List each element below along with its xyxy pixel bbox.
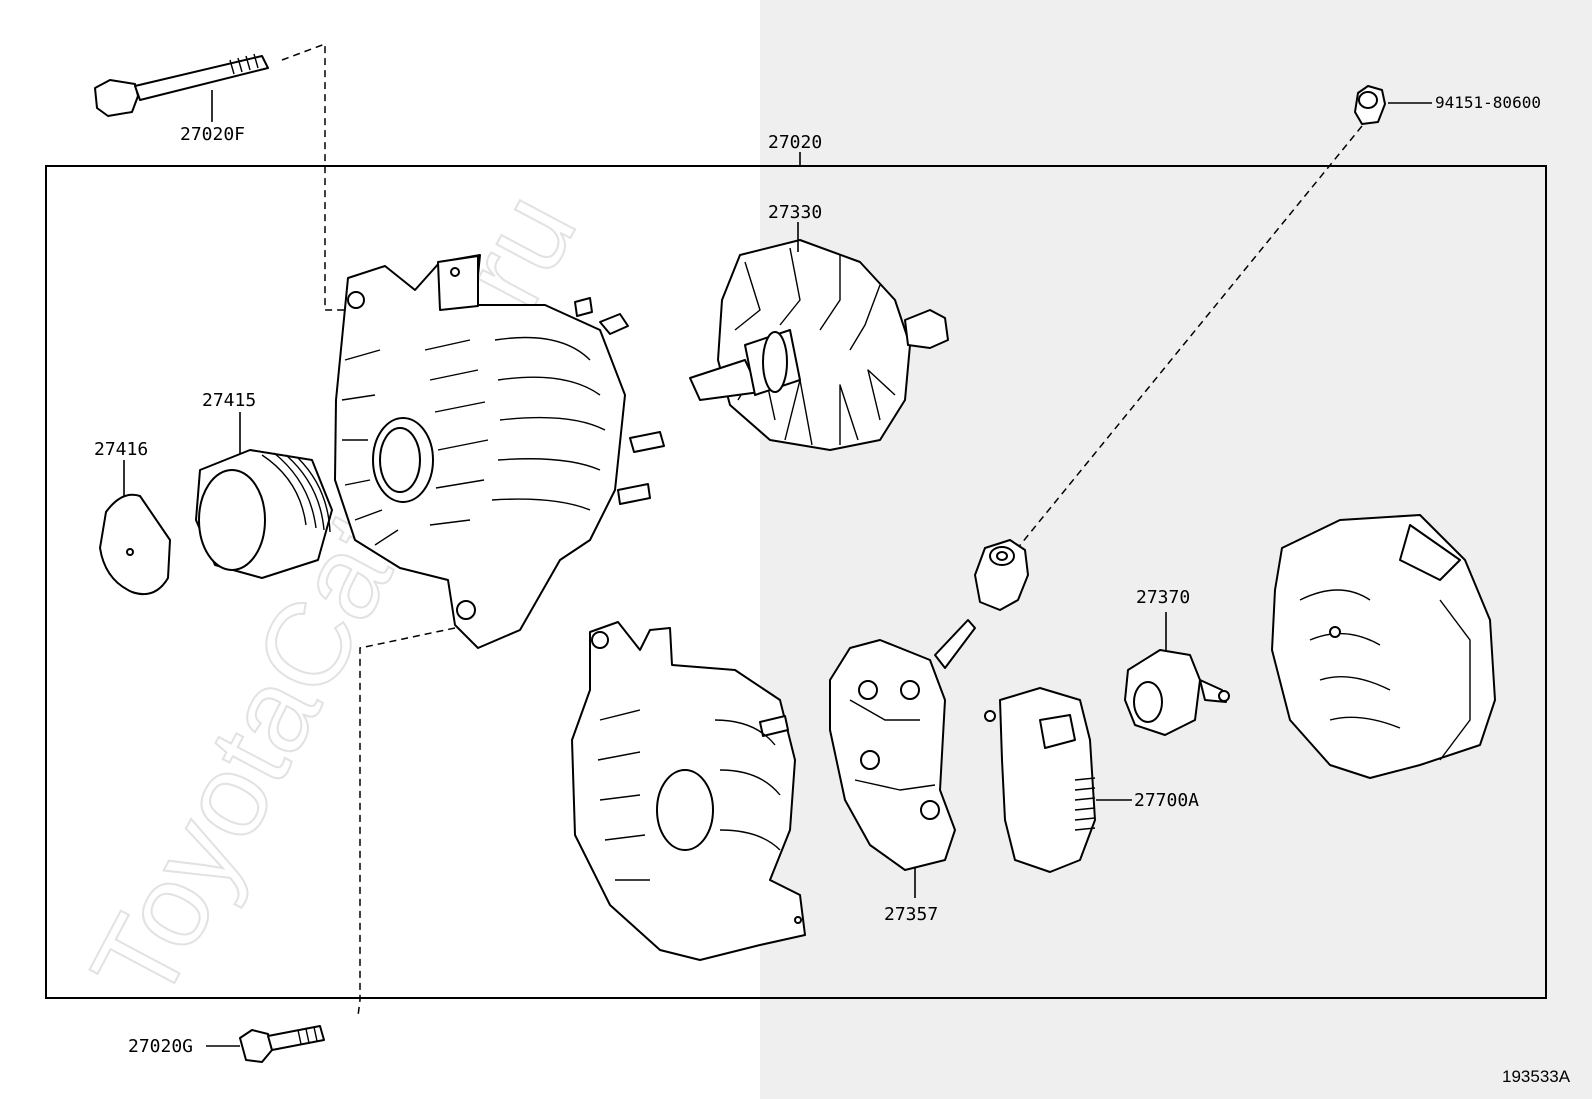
- label-27330: 27330: [768, 202, 822, 223]
- dashed-guide-upper-bolt: [281, 42, 345, 311]
- nut-94151-80600[interactable]: [1354, 85, 1386, 125]
- figure-number: 193533A: [1502, 1067, 1571, 1086]
- label-27700A: 27700A: [1134, 790, 1199, 811]
- label-27370: 27370: [1136, 587, 1190, 608]
- terminal-insulator[interactable]: [974, 539, 1029, 611]
- assembly-label: 27020: [768, 132, 822, 153]
- brush-holder-27370[interactable]: [1124, 649, 1230, 736]
- pulley-cap-27416[interactable]: [99, 493, 171, 596]
- rectifier-27357[interactable]: [829, 619, 976, 871]
- label-27357: 27357: [884, 904, 938, 925]
- drive-end-frame[interactable]: [334, 254, 665, 649]
- bolt-upper-27020F[interactable]: [94, 53, 269, 117]
- rear-end-cover[interactable]: [1271, 514, 1496, 779]
- label-27415: 27415: [202, 390, 256, 411]
- label-27416: 27416: [94, 439, 148, 460]
- dashed-guide-lower-bolt: [357, 627, 456, 1017]
- bolt-lower-27020G[interactable]: [239, 1025, 325, 1063]
- label-27020F: 27020F: [180, 124, 245, 145]
- rotor-27330[interactable]: [689, 239, 949, 451]
- dashed-guide-nut: [1011, 125, 1363, 556]
- label-27020G: 27020G: [128, 1036, 193, 1057]
- regulator-27700A[interactable]: [984, 687, 1096, 873]
- label-94151-80600: 94151-80600: [1435, 93, 1541, 112]
- assembly-frame: [45, 165, 1547, 999]
- pulley-27415[interactable]: [195, 449, 333, 579]
- rear-frame[interactable]: [571, 621, 806, 961]
